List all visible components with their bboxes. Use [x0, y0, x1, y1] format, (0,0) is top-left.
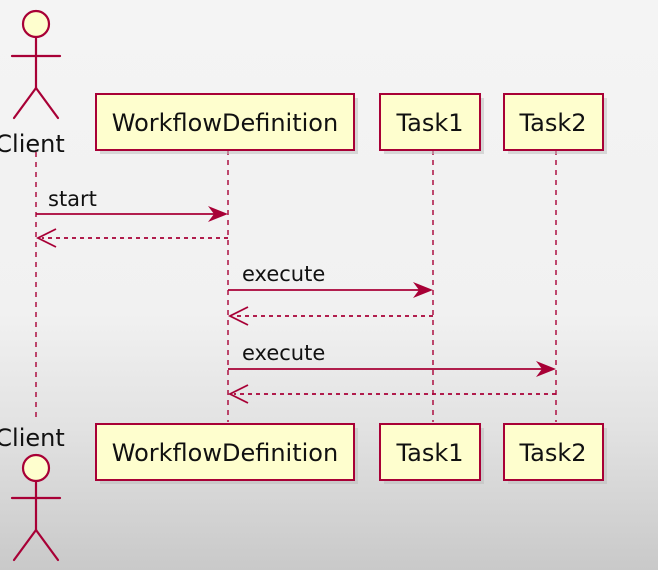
arrowhead-icon	[413, 282, 433, 298]
participant-task1-top: Task1	[379, 93, 484, 154]
open-arrowhead-icon	[227, 306, 249, 326]
participant-task2-top: Task2	[503, 93, 607, 154]
participant-task2-bottom: Task2	[503, 423, 607, 484]
message-execute-task2-label: execute	[242, 341, 325, 365]
participant-workflow-bottom: WorkflowDefinition	[95, 423, 358, 484]
actor-client-bottom: Client	[0, 424, 65, 562]
message-execute-task1: execute	[228, 262, 433, 298]
message-return-task1	[227, 306, 433, 326]
message-execute-task1-label: execute	[242, 262, 325, 286]
participant-task1-top-label: Task1	[395, 109, 463, 137]
message-return-task2	[227, 384, 556, 404]
actor-head-icon	[21, 453, 51, 483]
participant-task1-bottom-label: Task1	[395, 439, 463, 467]
participant-task1-bottom: Task1	[379, 423, 484, 484]
actor-left-leg	[12, 528, 38, 562]
actor-right-leg	[34, 528, 60, 562]
participant-task2-bottom-label: Task2	[518, 439, 586, 467]
arrowhead-icon	[208, 206, 228, 222]
arrowhead-icon	[536, 361, 556, 377]
actor-left-leg	[12, 86, 38, 120]
participant-workflow-top-label: WorkflowDefinition	[112, 109, 338, 137]
participant-workflow-bottom-label: WorkflowDefinition	[112, 439, 338, 467]
actor-right-leg	[34, 86, 60, 120]
participant-task2-top-label: Task2	[518, 109, 586, 137]
actor-client-bottom-label: Client	[0, 424, 65, 452]
message-execute-task2: execute	[228, 341, 556, 377]
message-return-client	[35, 228, 228, 248]
actor-client-top: Client	[0, 9, 65, 158]
message-start-label: start	[48, 187, 97, 211]
open-arrowhead-icon	[227, 384, 249, 404]
participant-workflow-top: WorkflowDefinition	[95, 93, 358, 154]
message-start: start	[36, 187, 228, 222]
actor-head-icon	[21, 9, 51, 39]
actor-client-top-label: Client	[0, 130, 65, 158]
open-arrowhead-icon	[35, 228, 57, 248]
